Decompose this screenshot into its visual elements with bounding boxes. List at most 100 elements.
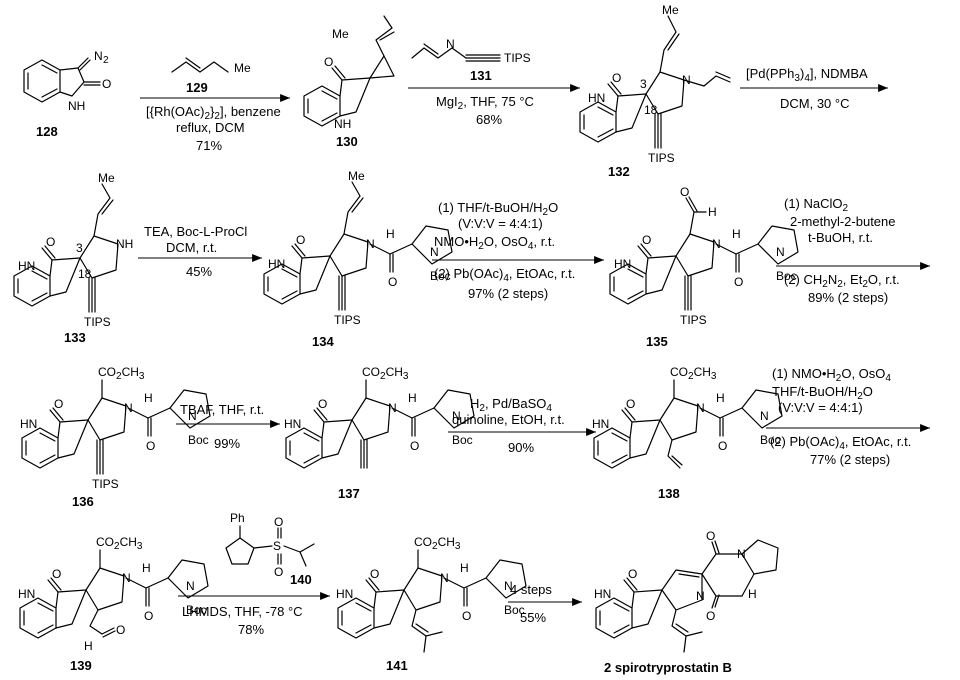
atom-label: TIPS	[504, 51, 531, 65]
atom-label: O	[642, 233, 651, 247]
atom-label: Me	[662, 3, 679, 17]
atom-label: H	[748, 587, 757, 601]
compound-134-structure: Me N H O N Boc O HN TIPS	[263, 169, 453, 327]
atom-label: N	[696, 401, 705, 415]
atom-label: HN	[284, 417, 301, 431]
reagents-step-9-line2: THF/t-BuOH/H2O	[772, 384, 873, 402]
atom-label: O	[318, 397, 327, 411]
compound-label-139: 139	[70, 658, 92, 673]
compound-2-structure: O O N N H O HN	[594, 529, 779, 653]
atom-label: TIPS	[334, 313, 361, 327]
reagents-step-9-line1: (1) NMO•H2O, OsO4	[772, 366, 891, 384]
yield-step-9: 77% (2 steps)	[810, 452, 890, 467]
reagents-step-9-line3: (V:V:V = 4:4:1)	[778, 400, 863, 415]
atom-label: HN	[592, 417, 609, 431]
conditions-step-10: LHMDS, THF, -78 °C	[182, 604, 303, 619]
compound-141-structure: CO2CH3 N H O N Boc O HN	[336, 535, 527, 653]
yield-step-2: 68%	[476, 112, 502, 127]
reagents-step-5-line3: NMO•H2O, OsO4, r.t.	[434, 234, 555, 252]
atom-label: N	[94, 49, 103, 63]
atom-label: O	[296, 233, 305, 247]
atom-label: O	[324, 55, 333, 69]
atom-label: O	[718, 439, 727, 453]
atom-label: O	[734, 275, 743, 289]
atom-label: CO2CH3	[362, 365, 409, 382]
atom-label: N	[366, 237, 375, 251]
atom-label: O	[628, 567, 637, 581]
atom-label: H	[144, 391, 153, 405]
atom-label: N	[776, 245, 785, 259]
reagents-step-8-line2: quinoline, EtOH, r.t.	[452, 412, 565, 427]
reagents-step-11: 4 steps	[510, 582, 552, 597]
atom-label: O	[706, 529, 715, 543]
atom-label: CO2CH3	[98, 365, 145, 382]
locant-label: 18	[78, 267, 92, 281]
atom-label: HN	[336, 587, 353, 601]
atom-label: O	[706, 609, 715, 623]
atom-label: O	[410, 439, 419, 453]
atom-label: NH	[334, 117, 351, 131]
atom-label: N	[696, 589, 705, 603]
reagents-step-7: TBAF, THF, r.t.	[180, 402, 264, 417]
reagents-step-5-line1: (1) THF/t-BuOH/H2O	[438, 200, 558, 218]
atom-label: N	[388, 401, 397, 415]
atom-label: O	[54, 397, 63, 411]
atom-label: O	[370, 567, 379, 581]
locant-label: 3	[640, 77, 647, 91]
compound-label-140: 140	[290, 572, 312, 587]
atom-label: O	[388, 275, 397, 289]
locant-label: 18	[644, 103, 658, 117]
atom-label: Boc	[452, 433, 473, 447]
reagents-step-1: [{Rh(OAc)2}2], benzene	[146, 104, 281, 122]
atom-label: N	[760, 409, 769, 423]
compound-label-135: 135	[646, 334, 668, 349]
yield-step-5: 97% (2 steps)	[468, 286, 548, 301]
atom-label: Boc	[430, 269, 451, 283]
atom-label: NH	[68, 99, 85, 113]
atom-label: H	[460, 561, 469, 575]
conditions-step-3: DCM, 30 °C	[780, 96, 850, 111]
reagents-step-5-line2: (V:V:V = 4:4:1)	[458, 216, 543, 231]
atom-label: Boc	[760, 433, 781, 447]
atom-label: H	[732, 227, 741, 241]
atom-label: Me	[332, 27, 349, 41]
compound-label-128: 128	[36, 124, 58, 139]
diene-129-structure: Me	[171, 57, 251, 75]
reagents-step-6-line2: 2-methyl-2-butene	[790, 214, 896, 229]
reagents-step-6-line1: (1) NaClO2	[784, 196, 849, 214]
atom-label: HN	[20, 417, 37, 431]
atom-label: N	[440, 571, 449, 585]
compound-label-137: 137	[338, 486, 360, 501]
compound-label-133: 133	[64, 330, 86, 345]
atom-label: O	[46, 235, 55, 249]
atom-label: CO2CH3	[414, 535, 461, 552]
atom-label: O	[116, 623, 125, 637]
atom-label: O	[274, 515, 283, 529]
yield-step-11: 55%	[520, 610, 546, 625]
reagents-step-4: TEA, Boc-L-ProCl	[144, 224, 247, 239]
atom-label: HN	[18, 587, 35, 601]
compound-label-141: 141	[386, 658, 408, 673]
atom-label: Boc	[504, 603, 525, 617]
atom-label: N	[682, 73, 691, 87]
atom-label: HN	[18, 259, 35, 273]
atom-label: N	[737, 547, 746, 561]
yield-step-4: 45%	[186, 264, 212, 279]
atom-label: H	[142, 561, 151, 575]
atom-label: O	[612, 71, 621, 85]
atom-label: TIPS	[92, 477, 119, 491]
atom-label: O	[274, 565, 283, 579]
atom-label: O	[626, 397, 635, 411]
compound-label-136: 136	[72, 494, 94, 509]
atom-label: O	[462, 609, 471, 623]
atom-label: Me	[234, 61, 251, 75]
imine-131-structure: TIPS N	[411, 37, 531, 65]
reagents-step-6-line4: (2) CH2N2, Et2O, r.t.	[784, 272, 900, 290]
compound-label-131: 131	[470, 68, 492, 83]
compound-label-132: 132	[608, 164, 630, 179]
atom-label: Me	[98, 171, 115, 185]
atom-label: TIPS	[680, 313, 707, 327]
compound-135-structure: O H N H O N Boc O HN TIPS	[609, 185, 799, 327]
atom-label: N	[188, 409, 197, 423]
